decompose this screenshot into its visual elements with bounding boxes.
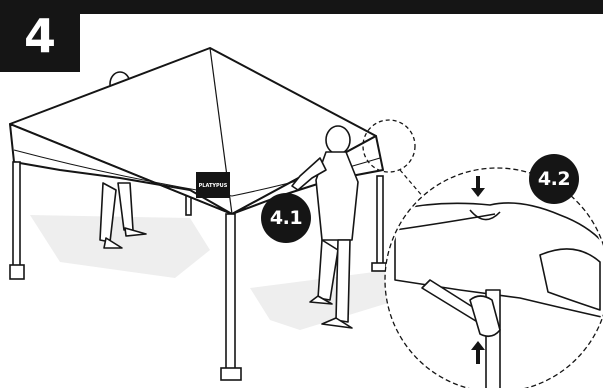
canopy-logo-patch: PLATYPUS — [196, 172, 230, 198]
magnified-detail — [385, 168, 603, 388]
logo-wordmark: PLATYPUS — [199, 183, 228, 189]
callout-4-2: 4.2 — [529, 154, 579, 204]
callout-4-1: 4.1 — [261, 193, 311, 243]
